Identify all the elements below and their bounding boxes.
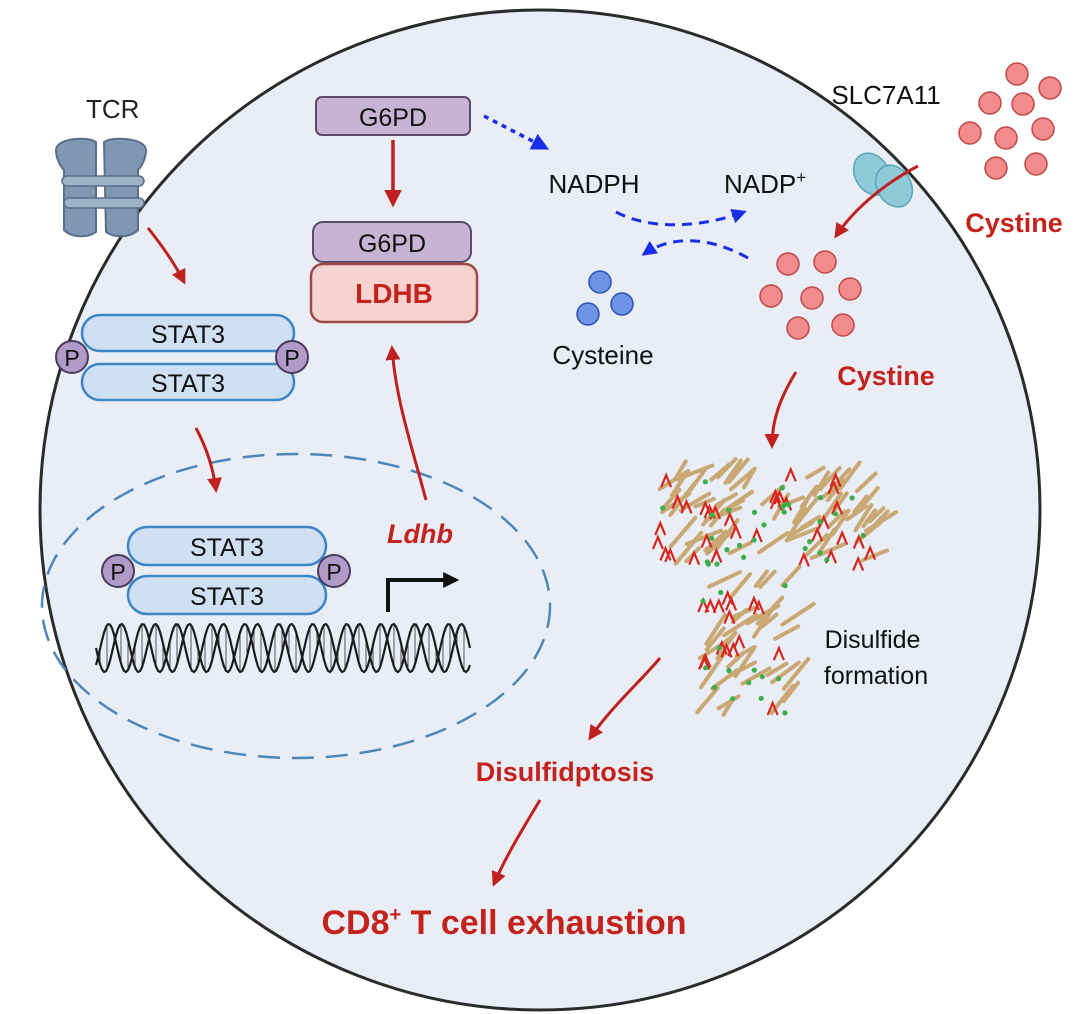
stat3-label: STAT3 (151, 321, 225, 349)
stat3-dimer-cytoplasm: STAT3 STAT3 P P (55, 313, 309, 402)
tcr-receptor-icon (54, 137, 148, 238)
stat3-label: STAT3 (190, 534, 264, 562)
phospho-label: P (64, 345, 79, 371)
disulfide-aggregates-icon (651, 457, 899, 717)
arrow-stat3-to-nucleus (194, 427, 222, 493)
disulfide-formation-line1: Disulfide (825, 626, 921, 654)
g6pd-label: G6PD (359, 104, 427, 132)
ldhb-gene-label: Ldhb (387, 519, 453, 549)
cystine-molecules-outside-icon (958, 62, 1062, 180)
g6pd-box: G6PD (315, 96, 471, 136)
disulfidptosis-label: Disulfidptosis (476, 757, 655, 787)
phospho-label: P (284, 345, 299, 371)
cd8-exhaustion-label: CD8+ T cell exhaustion (321, 904, 686, 942)
transcription-start-icon (386, 572, 460, 612)
phospho-label: P (326, 559, 341, 585)
ldhb-protein-label: LDHB (355, 278, 433, 309)
phospho-icon (275, 340, 309, 374)
nadph-label: NADPH (548, 169, 639, 199)
cysteine-label: Cysteine (552, 340, 653, 370)
arrow-disulfidptosis-to-exhaustion (491, 799, 542, 887)
slc7a11-label: SLC7A11 (831, 80, 940, 110)
stat3-label: STAT3 (190, 583, 264, 611)
arrow-cystine-to-disulfide (764, 371, 798, 449)
cell-membrane (38, 8, 1042, 1012)
arrow-disulfide-to-disulfidptosis (588, 657, 662, 741)
stat3-label: STAT3 (151, 370, 225, 398)
phospho-label: P (110, 559, 125, 585)
arrow-cystine-to-cysteine (641, 239, 749, 260)
cysteine-molecules-icon (576, 270, 634, 326)
cystine-molecules-inside-icon (759, 250, 862, 340)
tcr-label: TCR (86, 94, 139, 124)
cystine-outside-label: Cystine (965, 208, 1063, 238)
disulfide-formation-line2: formation (824, 662, 928, 690)
stat3-dimer-nucleus: STAT3 STAT3 P P (101, 525, 351, 616)
arrow-cystine-import (834, 164, 919, 239)
nadp-label: NADP+ (724, 168, 806, 199)
phospho-icon (101, 554, 135, 588)
phospho-icon (317, 554, 351, 588)
arrow-g6pd-to-nadph (483, 114, 550, 150)
nucleus (40, 452, 552, 760)
disulfide-formation-label: Disulfide formation (824, 626, 928, 690)
g6pd-label: G6PD (358, 230, 426, 258)
g6pd-ldhb-complex: G6PD LDHB (309, 221, 479, 324)
phospho-icon (55, 340, 89, 374)
arrow-tcr-to-stat3 (146, 227, 186, 285)
arrow-ldhb-gene-to-protein (385, 345, 428, 501)
cystine-inside-label: Cystine (837, 361, 935, 391)
dna-helix-icon (94, 622, 472, 674)
